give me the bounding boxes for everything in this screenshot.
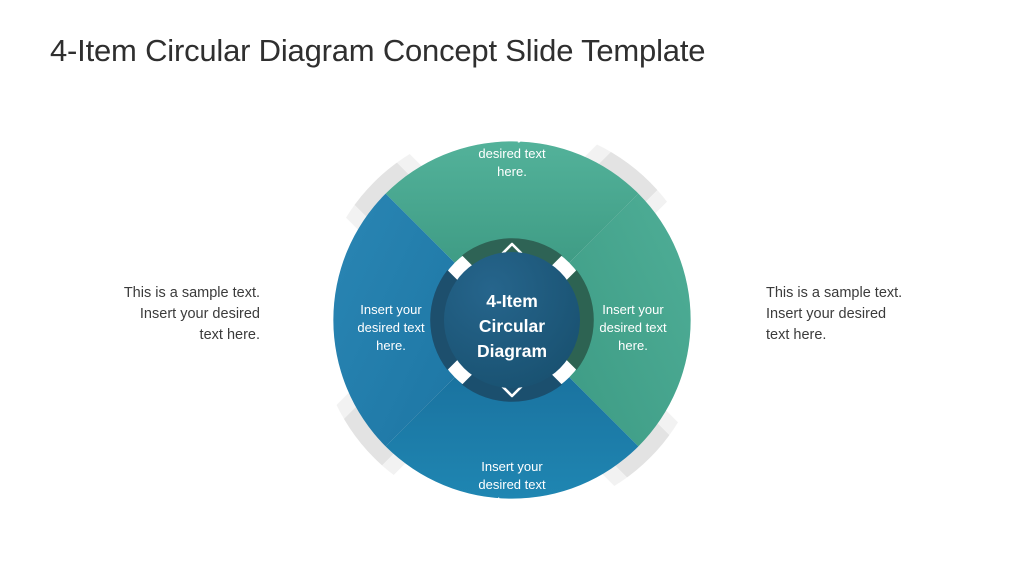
segment-right-wedge[interactable]	[569, 193, 691, 447]
segment-top-label-line1: Insert your	[481, 128, 543, 143]
center-hub-circle[interactable]	[444, 252, 580, 388]
segment-top-wedge[interactable]	[385, 141, 639, 263]
note-left-line3: text here.	[199, 327, 260, 343]
chevron-up-icon[interactable]	[501, 242, 523, 255]
note-left-line2: Insert your desired	[139, 306, 260, 322]
segment-left-wedge[interactable]	[333, 193, 455, 447]
segment-right-label-line1: Insert your	[602, 302, 664, 317]
page-title: 4-Item Circular Diagram Concept Slide Te…	[50, 33, 706, 68]
segment-right-label-line3: here.	[618, 338, 648, 353]
segment-top-label-line3: here.	[497, 164, 527, 179]
note-right: This is a sample text. Insert your desir…	[766, 283, 956, 346]
segment-bottom-wedge[interactable]	[385, 377, 639, 499]
segment-left-label-line2: desired text	[357, 320, 425, 335]
note-right-line3: text here.	[766, 327, 827, 343]
segment-bottom-label-line1: Insert your	[481, 459, 543, 474]
center-label-line1: 4-Item	[486, 291, 538, 311]
note-right-line2: Insert your desired	[766, 306, 887, 322]
segment-left-label-line1: Insert your	[360, 302, 422, 317]
note-left-line1: This is a sample text.	[123, 285, 260, 301]
note-right-line1: This is a sample text.	[766, 285, 903, 301]
segment-bottom-label-line3: here.	[497, 495, 527, 510]
segment-top-label-line2: desired text	[478, 146, 546, 161]
segment-left-label-line3: here.	[376, 338, 406, 353]
center-hub[interactable]: 4-Item Circular Diagram	[444, 252, 580, 388]
segment-right-label-line2: desired text	[599, 320, 667, 335]
note-left: This is a sample text. Insert your desir…	[70, 283, 260, 346]
center-label-line3: Diagram	[477, 341, 547, 361]
chevron-down-icon[interactable]	[501, 385, 523, 398]
diagram-svg: Insert your desired text here. Insert yo…	[317, 125, 707, 515]
circular-diagram: Insert your desired text here. Insert yo…	[258, 85, 766, 555]
segment-bottom-label-line2: desired text	[478, 477, 546, 492]
center-label-line2: Circular	[479, 316, 545, 336]
